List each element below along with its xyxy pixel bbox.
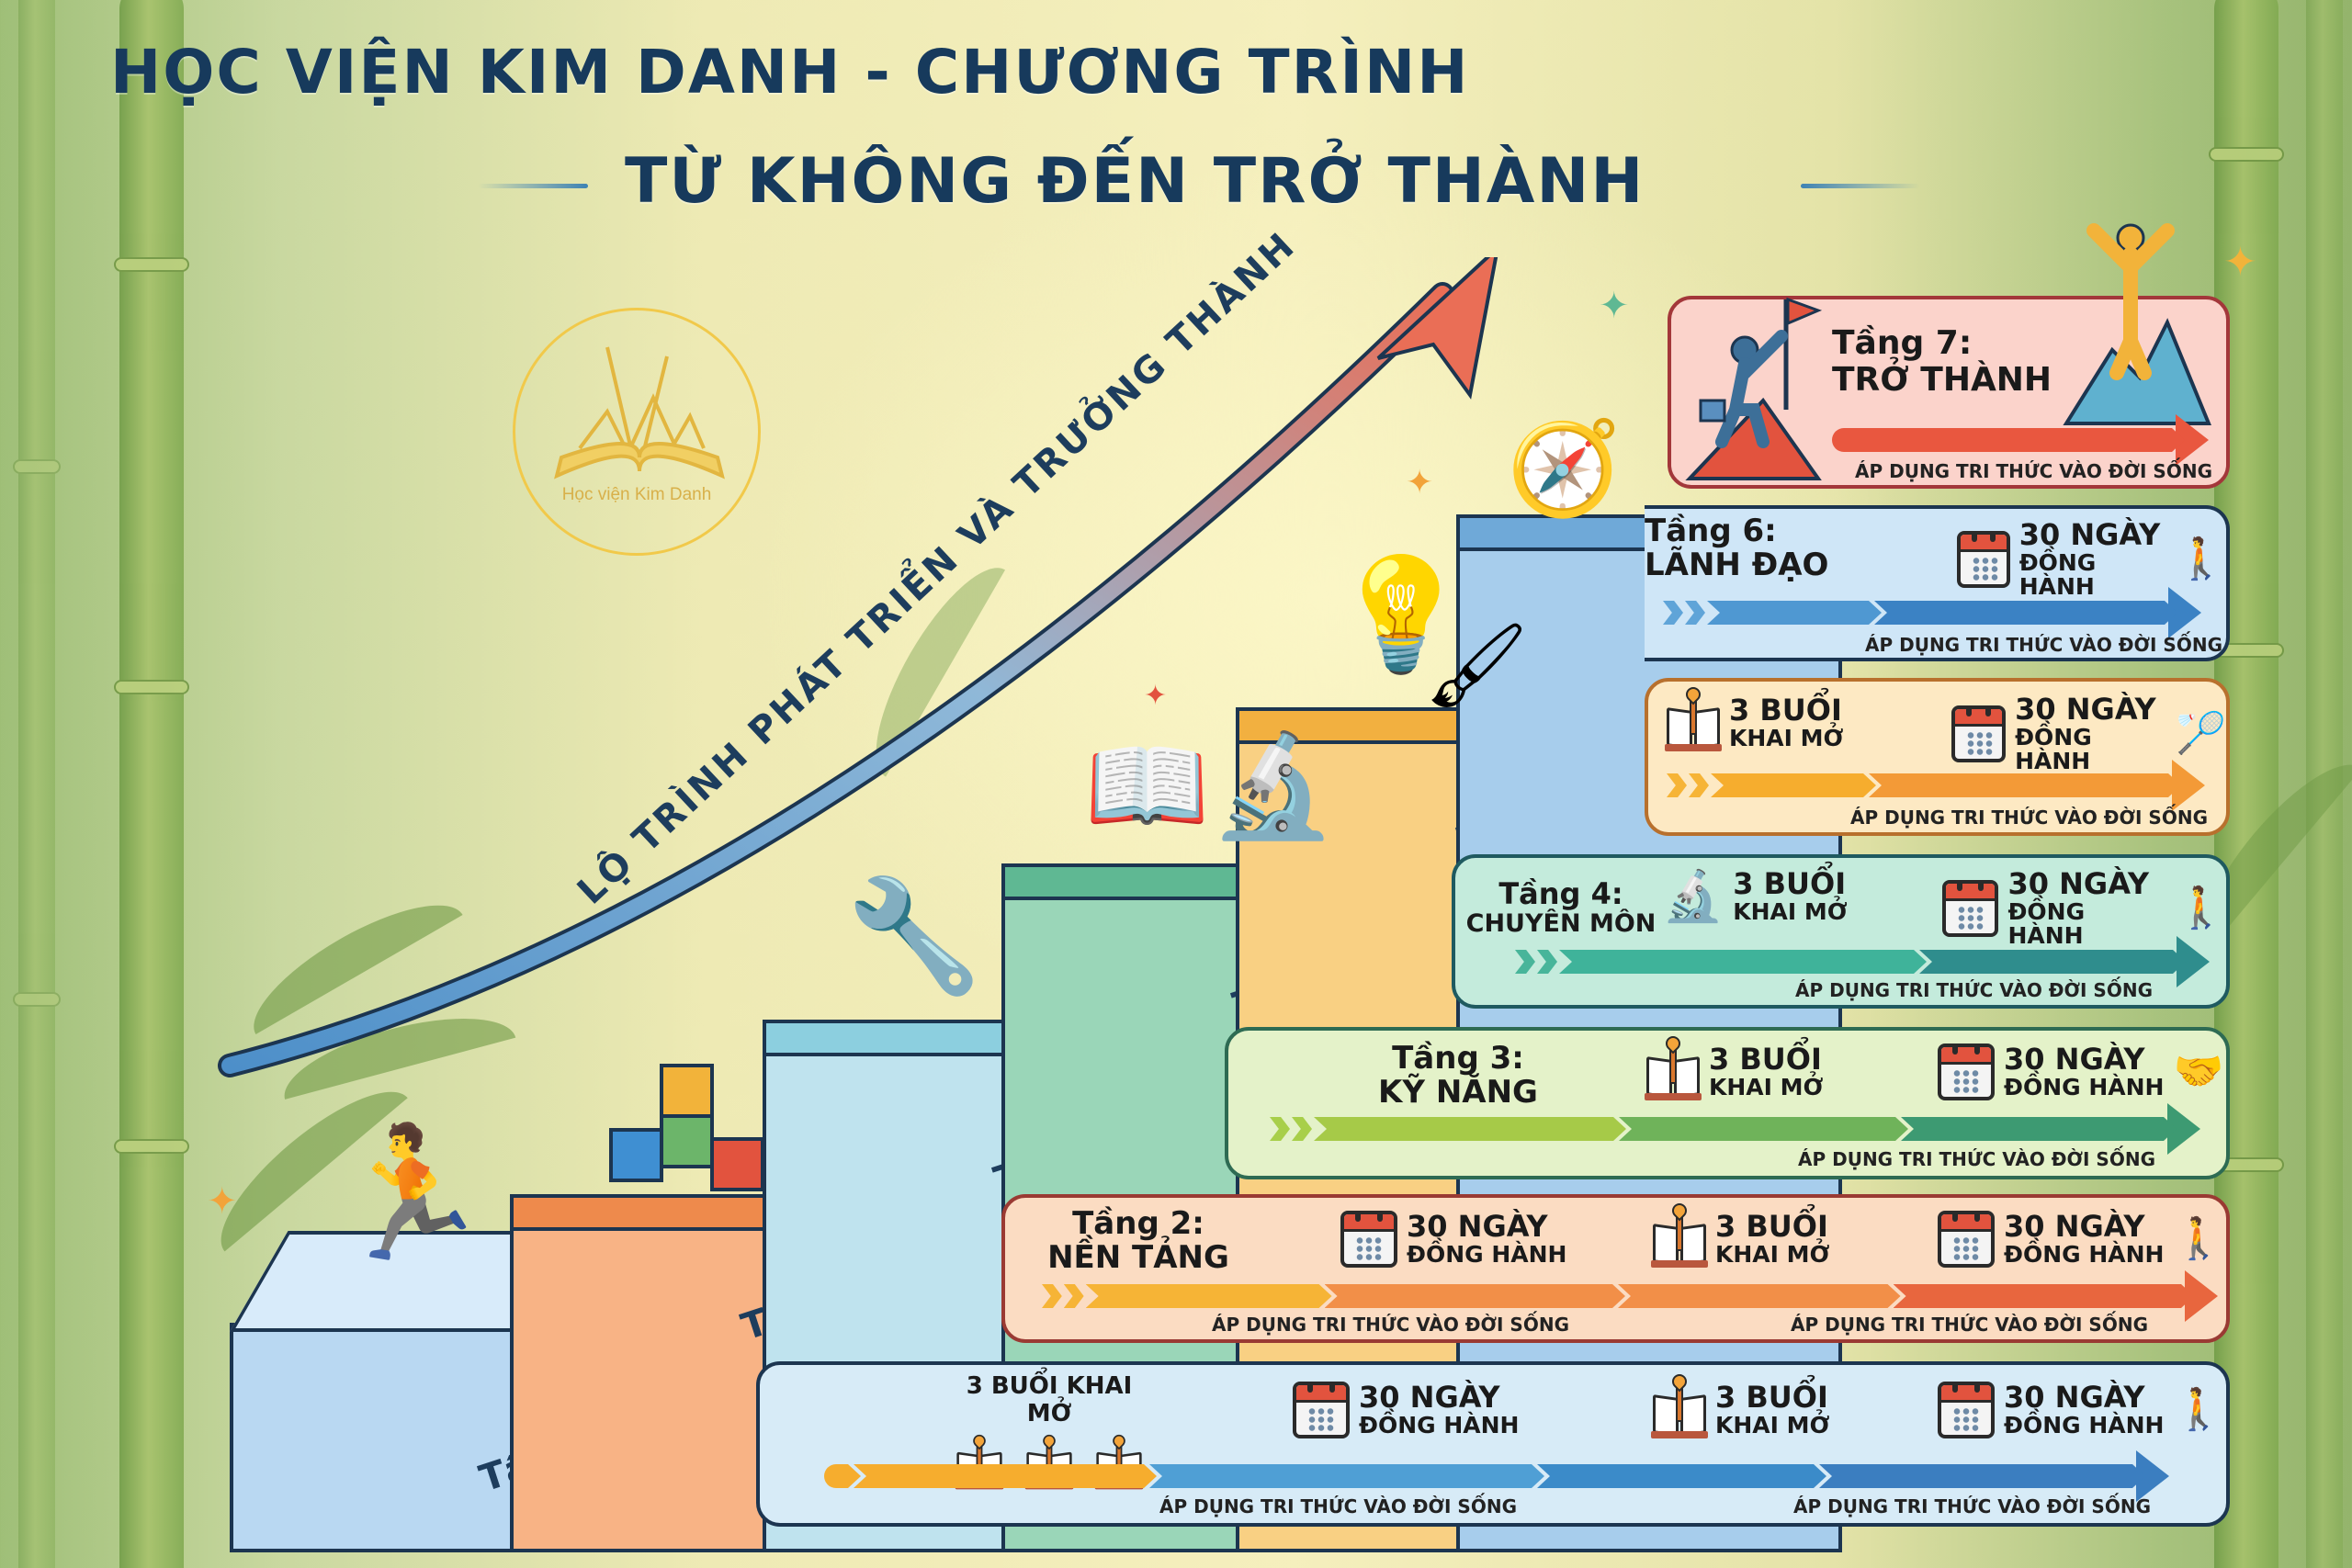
celebrating-person-mountain-icon xyxy=(2048,212,2213,433)
building-blocks-icon xyxy=(609,1064,764,1191)
person-racket-icon: 🏸 xyxy=(2176,710,2226,758)
title-rule-right xyxy=(1801,184,1920,188)
lightbulb-icon: 💡 xyxy=(1332,551,1470,679)
walking-person-icon: 🚶 xyxy=(2173,1215,2224,1262)
title-rule-left xyxy=(478,184,588,188)
sparkle-icon: ✦ xyxy=(207,1180,238,1223)
caption-tier-4: ÁP DỤNG TRI THỨC VÀO ĐỜI SỐNG xyxy=(1795,979,2153,1001)
caption-tier-2-left: ÁP DỤNG TRI THỨC VÀO ĐỜI SỐNG xyxy=(1212,1314,1569,1336)
card-tier-7: Tầng 7: TRỞ THÀNH ÁP DỤNG TRI THỨC VÀO Đ… xyxy=(1668,223,2230,489)
caption-tier-5: ÁP DỤNG TRI THỨC VÀO ĐỜI SỐNG xyxy=(1850,807,2208,829)
logo-text: Học viện Kim Danh xyxy=(561,485,712,504)
growth-arrow-icon xyxy=(218,257,1498,1077)
caption-tier-2-right: ÁP DỤNG TRI THỨC VÀO ĐỜI SỐNG xyxy=(1791,1314,2148,1336)
progress-arrow-tier-2 xyxy=(1042,1270,2218,1322)
caption-tier-6: ÁP DỤNG TRI THỨC VÀO ĐỜI SỐNG xyxy=(1865,634,2222,656)
card-tier-3-title: Tầng 3: KỸ NĂNG xyxy=(1378,1040,1538,1111)
calendar-icon xyxy=(1938,1211,1995,1268)
person-icon: 🚶 xyxy=(2176,536,2226,583)
sparkle-icon: ✦ xyxy=(1144,680,1168,712)
walking-person-icon: 🚶 xyxy=(2173,1386,2224,1433)
intro-sessions-label: 3 BUỔI KHAI MỞ xyxy=(966,1372,1133,1427)
caption-tier-7: ÁP DỤNG TRI THỨC VÀO ĐỜI SỐNG xyxy=(1855,460,2212,482)
progress-arrow-tier-7 xyxy=(1832,414,2218,466)
card-tier-7-title: Tầng 7: TRỞ THÀNH xyxy=(1832,324,2052,399)
book-bamboo-logo-icon xyxy=(554,346,725,479)
sparkle-icon: ✦ xyxy=(1599,285,1630,327)
walking-person-icon: 🚶 xyxy=(2176,885,2226,932)
bamboo-stalk-left-2 xyxy=(13,0,61,1568)
calendar-icon xyxy=(1340,1211,1397,1268)
caption-tier-3: ÁP DỤNG TRI THỨC VÀO ĐỜI SỐNG xyxy=(1798,1148,2155,1170)
progress-arrow-tier-6 xyxy=(1663,587,2205,638)
sparkle-icon: ✦ xyxy=(2223,239,2257,286)
paintbrush-icon: 🖌 xyxy=(1424,617,1530,714)
calendar-icon xyxy=(1951,705,2007,763)
page-title-line-2: TỪ KHÔNG ĐẾN TRỞ THÀNH xyxy=(625,145,1645,218)
page-title-line-1: HỌC VIỆN KIM DANH - CHƯƠNG TRÌNH xyxy=(110,37,1470,107)
book-torch-icon xyxy=(1645,1032,1702,1100)
calendar-icon xyxy=(1938,1043,1995,1100)
book-torch-icon xyxy=(1665,683,1722,751)
handshake-icon: 🤝 xyxy=(2173,1048,2224,1095)
progress-arrow-tier-5 xyxy=(1667,760,2209,811)
card-tier-6-title: Tầng 6: LÃNH ĐẠO xyxy=(1645,513,1829,584)
progress-arrow-tier-3 xyxy=(1270,1103,2216,1155)
book-torch-icon xyxy=(1651,1371,1708,1438)
academy-logo: Học viện Kim Danh xyxy=(513,308,761,556)
caption-tier-1-right: ÁP DỤNG TRI THỨC VÀO ĐỜI SỐNG xyxy=(1793,1495,2151,1517)
sparkle-icon: ✦ xyxy=(1406,464,1434,502)
calendar-icon xyxy=(1938,1382,1995,1438)
caption-tier-1-left: ÁP DỤNG TRI THỨC VÀO ĐỜI SỐNG xyxy=(1159,1495,1517,1517)
calendar-icon xyxy=(1942,880,1999,938)
card-tier-4-title: Tầng 4: CHUYÊN MÔN xyxy=(1465,876,1657,939)
book-torch-icon xyxy=(1651,1200,1708,1268)
progress-arrow-tier-1 xyxy=(824,1450,2221,1502)
book-microscope-icon: 📖🔬 xyxy=(1084,727,1336,844)
running-person-icon: 🏃 xyxy=(331,1119,492,1269)
calendar-icon xyxy=(1293,1382,1350,1438)
wrench-tools-icon: 🔧 xyxy=(845,873,983,1000)
bamboo-stalk-left xyxy=(114,0,189,1568)
progress-arrow-tier-4 xyxy=(1515,936,2213,987)
card-tier-2-title: Tầng 2: NỀN TẢNG xyxy=(1047,1205,1229,1277)
flag-climber-icon xyxy=(1680,290,1827,483)
calendar-icon xyxy=(1957,531,2010,589)
compass-hand-icon: 🧭 xyxy=(1507,414,1622,522)
microscope-icon: 🔬 xyxy=(1662,866,1724,925)
